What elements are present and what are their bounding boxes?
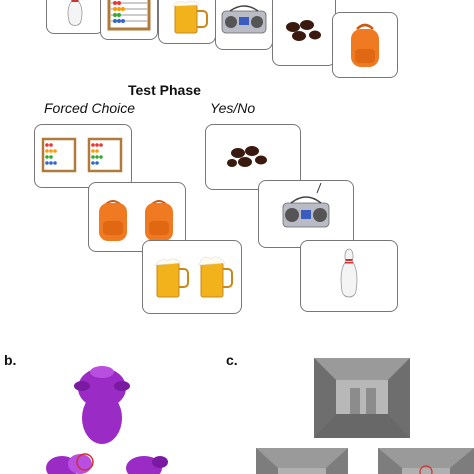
panel-b-label: b. [4, 352, 17, 368]
forced-choice-card-beer [142, 240, 242, 314]
corridor-scene-bottom-left [256, 448, 348, 474]
study-card-backpack [332, 12, 398, 78]
abacus-icon [107, 0, 151, 31]
study-card-chocolates [272, 0, 336, 66]
abacus-pair-icon [41, 137, 123, 173]
study-card-beer-mug [158, 0, 216, 44]
backpack-pair-icon [99, 200, 173, 241]
panel-c-label: c. [226, 352, 238, 368]
purple-creature-bottom-left [46, 454, 92, 474]
forced-choice-card-abacus [34, 124, 132, 188]
forced-choice-label: Forced Choice [44, 100, 136, 116]
forced-choice-card-backpack [88, 182, 186, 252]
yes-no-label: Yes/No [210, 100, 256, 116]
study-card-bowling-pin [46, 0, 104, 34]
purple-creature-bottom-right [126, 456, 168, 474]
study-card-boombox [215, 0, 273, 50]
purple-creature-figures [46, 366, 168, 474]
study-card-abacus [100, 0, 158, 40]
boombox-icon [221, 5, 267, 34]
boombox-icon [282, 182, 330, 228]
chocolates-icon [227, 146, 267, 167]
bowling-pin-icon [67, 0, 83, 26]
chocolates-icon [286, 20, 321, 41]
purple-creature-top [74, 366, 130, 444]
test-phase-title: Test Phase [128, 82, 201, 98]
red-ring-marker [76, 453, 94, 471]
beer-mug-icon [172, 0, 208, 34]
corridor-scene-bottom-right [378, 448, 474, 474]
backpack-icon [351, 23, 379, 67]
bowling-pin-icon [340, 248, 358, 298]
yes-no-card-bowling-pin [300, 240, 398, 312]
beer-pair-icon [154, 256, 233, 298]
corridor-scene-top [314, 358, 410, 438]
yes-no-card-chocolates [205, 124, 301, 190]
yes-no-card-boombox [258, 180, 354, 248]
